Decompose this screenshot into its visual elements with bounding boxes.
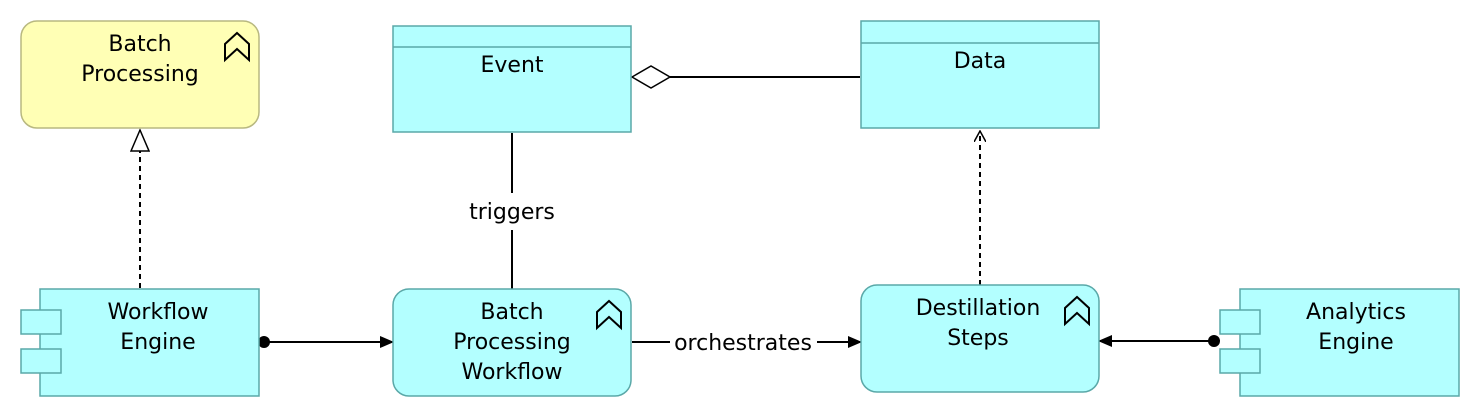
node-data[interactable]: Data: [860, 20, 1100, 129]
node-event[interactable]: Event: [392, 25, 632, 133]
svg-text:Event: Event: [480, 53, 543, 78]
svg-text:Analytics: Analytics: [1306, 300, 1406, 325]
process-chevron-icon: [224, 31, 250, 63]
component-tab-icon: [1219, 309, 1261, 335]
triggers-label: triggers: [469, 200, 555, 225]
svg-text:Data: Data: [954, 49, 1007, 74]
svg-text:Workflow: Workflow: [107, 300, 208, 325]
svg-text:Processing: Processing: [81, 62, 198, 87]
component-tab-icon: [20, 309, 62, 335]
component-tab-icon: [1219, 348, 1261, 374]
node-destillation-steps[interactable]: Destillation Steps: [860, 284, 1100, 393]
orchestrates-label: orchestrates: [674, 331, 812, 356]
svg-text:Steps: Steps: [947, 326, 1009, 351]
svg-text:Batch: Batch: [108, 32, 171, 57]
svg-text:Destillation: Destillation: [916, 296, 1041, 321]
svg-text:Engine: Engine: [1318, 330, 1393, 355]
node-analytics-engine[interactable]: Analytics Engine: [1219, 288, 1460, 397]
svg-text:Workflow: Workflow: [461, 360, 562, 385]
component-tab-icon: [20, 348, 62, 374]
process-chevron-icon: [596, 299, 622, 331]
node-batch-processing-workflow[interactable]: Batch Processing Workflow: [392, 288, 632, 397]
process-chevron-icon: [1064, 295, 1090, 327]
svg-text:Processing: Processing: [453, 330, 570, 355]
svg-text:Engine: Engine: [120, 330, 195, 355]
svg-text:Batch: Batch: [480, 300, 543, 325]
node-workflow-engine[interactable]: Workflow Engine: [20, 288, 260, 397]
aggregation-diamond-icon: [630, 65, 672, 89]
node-batch-processing[interactable]: Batch Processing: [20, 20, 260, 129]
